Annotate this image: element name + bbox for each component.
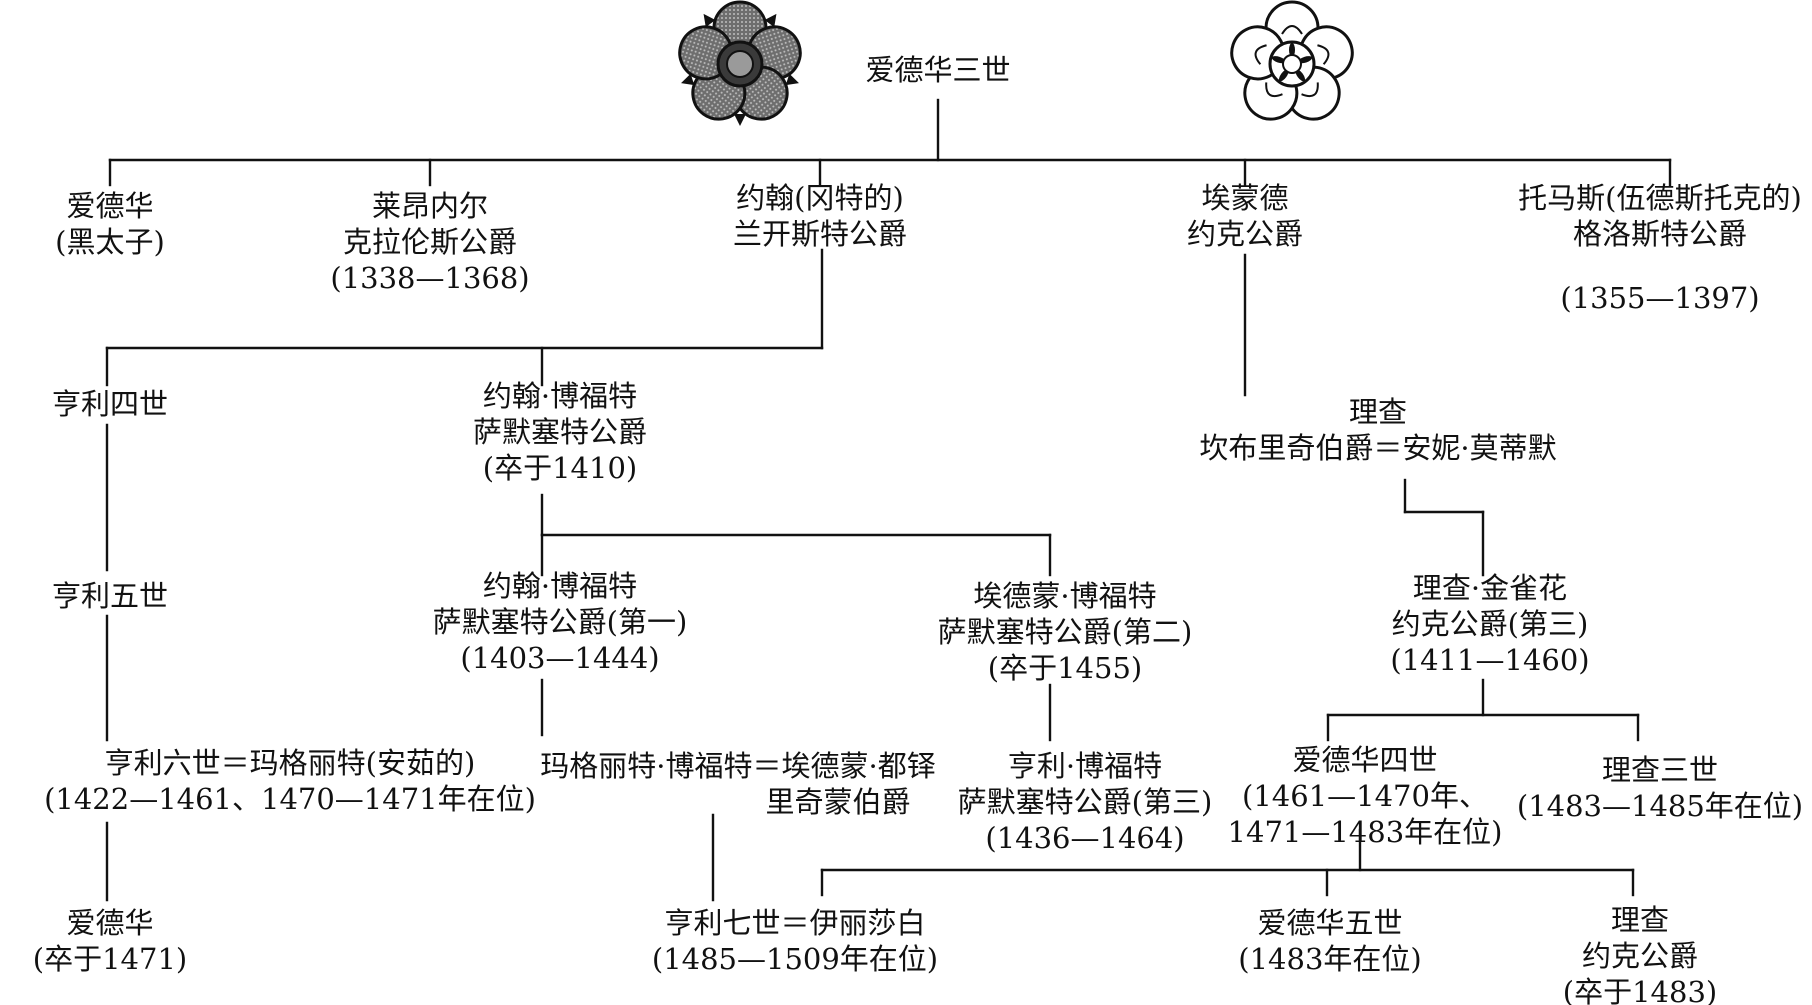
node-edward-iii: 爱德华三世 xyxy=(865,52,1010,88)
henry6-line-1: 亨利六世＝玛格丽特(安茹的) xyxy=(104,746,476,780)
thomas-line-4: (1355—1397) xyxy=(1560,281,1760,315)
john-beaufort-1-line-2: 萨默塞特公爵(第一) xyxy=(432,605,688,639)
lionel-line-2: 克拉伦斯公爵 xyxy=(342,225,518,259)
richard-plantagenet-line-1: 理查·金雀花 xyxy=(1412,571,1568,605)
edmund-york-line-1: 埃蒙德 xyxy=(1201,181,1289,215)
black-prince-line-1: 爱德华 xyxy=(66,189,154,223)
henry6-line-2: (1422—1461、1470—1471年在位) xyxy=(44,782,536,816)
node-henry-v: 亨利五世 xyxy=(52,578,168,614)
edmund-beaufort-2-line-3: (卒于1455) xyxy=(987,651,1143,685)
node-edward-iv: 爱德华四世 (1461—1470年、 1471—1483年在位) xyxy=(1228,742,1503,850)
henry7-line-1: 亨利七世＝伊丽莎白 xyxy=(664,906,926,940)
thomas-line-1: 托马斯(伍德斯托克的) xyxy=(1518,181,1802,215)
edward5-line-2: (1483年在位) xyxy=(1238,942,1422,976)
lancaster-rose-icon xyxy=(678,0,802,126)
node-edmund-beaufort-second: 埃德蒙·博福特 萨默塞特公爵(第二) (卒于1455) xyxy=(938,578,1193,686)
node-henry-vi: 亨利六世＝玛格丽特(安茹的) (1422—1461、1470—1471年在位) xyxy=(44,745,536,817)
henry-beaufort-3-line-3: (1436—1464) xyxy=(985,821,1185,855)
black-prince-line-2: (黑太子) xyxy=(55,225,165,259)
edmund-york-line-2: 约克公爵 xyxy=(1186,217,1304,251)
thomas-line-2: 格洛斯特公爵 xyxy=(1572,217,1748,251)
richard3-line-2: (1483—1485年在位) xyxy=(1516,789,1804,823)
node-richard-cambridge: 理查 坎布里奇伯爵＝安妮·莫蒂默 xyxy=(1199,394,1556,466)
john-beaufort-line-3: (卒于1410) xyxy=(482,451,638,485)
node-john-beaufort: 约翰·博福特 萨默塞特公爵 (卒于1410) xyxy=(473,378,647,486)
henry-beaufort-3-line-2: 萨默塞特公爵(第三) xyxy=(957,785,1213,819)
john-beaufort-line-1: 约翰·博福特 xyxy=(482,379,638,413)
richard-plantagenet-line-2: 约克公爵(第三) xyxy=(1391,607,1589,641)
richard-york-line-3: (卒于1483) xyxy=(1562,975,1718,1005)
edmund-beaufort-2-line-1: 埃德蒙·博福特 xyxy=(973,579,1157,613)
edward-son-line-1: 爱德华 xyxy=(66,906,154,940)
john-beaufort-line-2: 萨默塞特公爵 xyxy=(472,415,648,449)
richard-cambridge-line-1: 理查 xyxy=(1348,395,1408,429)
node-lionel: 莱昂内尔 克拉伦斯公爵 (1338—1368) xyxy=(330,188,529,296)
edward5-line-1: 爱德华五世 xyxy=(1257,906,1403,940)
edward4-line-3: 1471—1483年在位) xyxy=(1227,815,1503,849)
richard-cambridge-line-2: 坎布里奇伯爵＝安妮·莫蒂默 xyxy=(1199,431,1557,465)
york-rose-icon xyxy=(1230,0,1354,121)
edmund-beaufort-2-line-2: 萨默塞特公爵(第二) xyxy=(937,615,1193,649)
lionel-line-1: 莱昂内尔 xyxy=(371,189,489,223)
richard-plantagenet-line-3: (1411—1460) xyxy=(1390,643,1590,677)
margaret-beaufort-line-1: 玛格丽特·博福特＝埃德蒙·都铎 xyxy=(540,749,936,783)
node-richard-iii: 理查三世 (1483—1485年在位) xyxy=(1517,752,1803,824)
richard3-line-1: 理查三世 xyxy=(1601,753,1719,787)
edward4-line-1: 爱德华四世 xyxy=(1292,743,1438,777)
henry5-line-1: 亨利五世 xyxy=(51,579,169,613)
node-edward-v: 爱德华五世 (1483年在位) xyxy=(1238,905,1421,977)
richard-york-line-2: 约克公爵 xyxy=(1581,939,1698,973)
john-gaunt-line-2: 兰开斯特公爵 xyxy=(732,217,908,251)
john-beaufort-1-line-1: 约翰·博福特 xyxy=(482,569,638,603)
node-henry-iv: 亨利四世 xyxy=(52,386,168,422)
henry4-line-1: 亨利四世 xyxy=(51,387,169,421)
node-thomas-gloucester: 托马斯(伍德斯托克的) 格洛斯特公爵 (1355—1397) xyxy=(1518,180,1802,316)
henry-beaufort-3-line-1: 亨利·博福特 xyxy=(1007,749,1163,783)
edward-son-line-2: (卒于1471) xyxy=(32,942,188,976)
john-gaunt-line-1: 约翰(冈特的) xyxy=(736,181,904,215)
node-richard-york: 理查 约克公爵 (卒于1483) xyxy=(1563,902,1717,1005)
henry7-line-2: (1485—1509年在位) xyxy=(651,942,939,976)
node-john-of-gaunt: 约翰(冈特的) 兰开斯特公爵 xyxy=(733,180,907,252)
edward3-line-1: 爱德华三世 xyxy=(865,53,1011,87)
node-henry-beaufort-third: 亨利·博福特 萨默塞特公爵(第三) (1436—1464) xyxy=(958,748,1213,856)
node-richard-plantagenet: 理查·金雀花 约克公爵(第三) (1411—1460) xyxy=(1390,570,1589,678)
margaret-beaufort-line-2: 里奇蒙伯爵 xyxy=(765,785,911,819)
node-henry-vii: 亨利七世＝伊丽莎白 (1485—1509年在位) xyxy=(652,905,938,977)
john-beaufort-1-line-3: (1403—1444) xyxy=(460,641,660,675)
edward4-line-2: (1461—1470年、 xyxy=(1242,779,1488,813)
node-john-beaufort-first: 约翰·博福特 萨默塞特公爵(第一) (1403—1444) xyxy=(433,568,688,676)
richard-york-line-1: 理查 xyxy=(1610,903,1669,937)
node-black-prince: 爱德华 (黑太子) xyxy=(55,188,165,260)
node-edmund-york: 埃蒙德 约克公爵 xyxy=(1187,180,1303,252)
thomas-line-3 xyxy=(1518,252,1802,280)
lionel-line-3: (1338—1368) xyxy=(330,261,530,295)
node-margaret-beaufort: 玛格丽特·博福特＝埃德蒙·都铎 里奇蒙伯爵 xyxy=(540,748,935,820)
node-edward-prince: 爱德华 (卒于1471) xyxy=(33,905,187,977)
